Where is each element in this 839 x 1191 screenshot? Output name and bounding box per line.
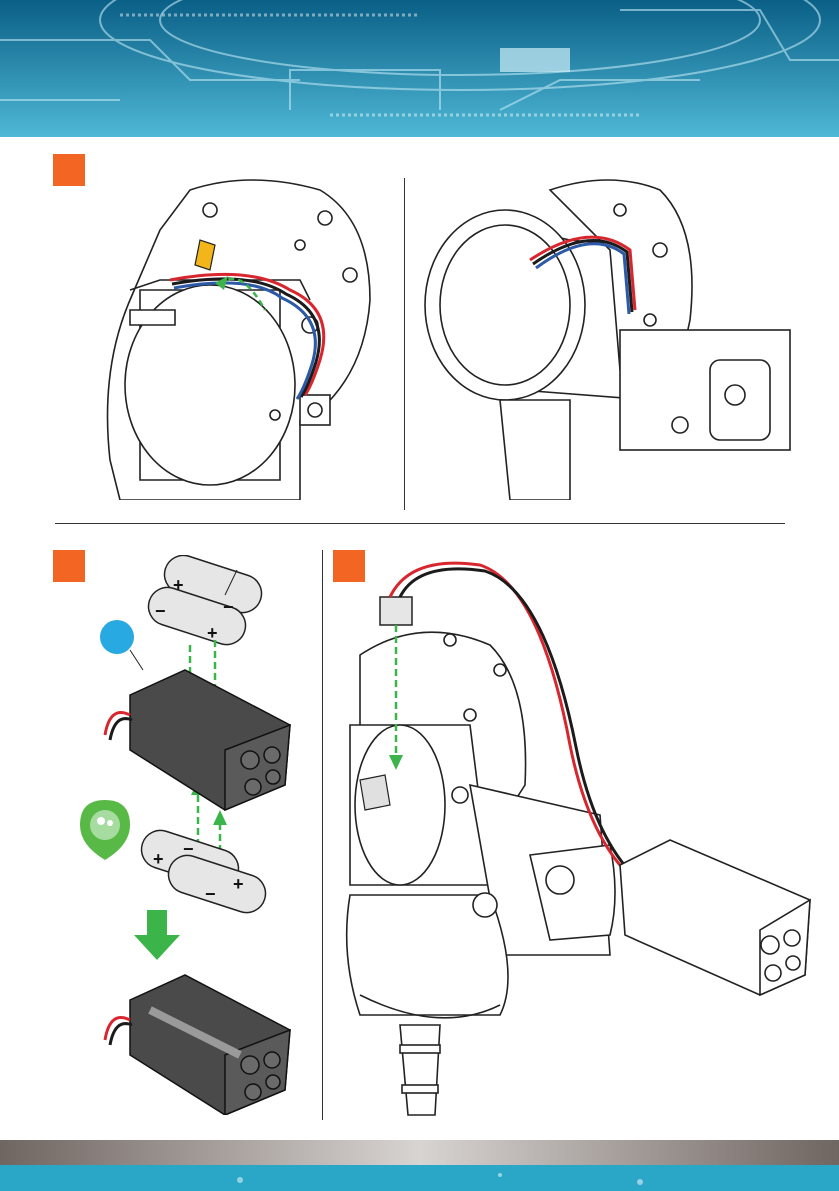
step-2-3-divider — [322, 550, 323, 1120]
step-1-divider — [404, 178, 405, 510]
decorative-header-banner — [0, 0, 839, 137]
battery-pack-icon — [620, 840, 810, 995]
decorative-footer-band — [0, 1140, 839, 1191]
svg-text:+: + — [173, 575, 184, 595]
svg-text:+: + — [233, 874, 244, 894]
svg-text:−: − — [205, 884, 216, 904]
step-1-cable-routing-after — [420, 170, 800, 500]
svg-text:−: − — [183, 839, 194, 859]
battery-holder-icon — [130, 670, 290, 810]
svg-text:−: − — [223, 597, 234, 617]
step-3-battery-connection — [340, 555, 820, 1120]
connector-plug-icon — [380, 597, 412, 625]
parent-help-icon — [80, 800, 130, 860]
svg-text:−: − — [155, 601, 166, 621]
step-1-marker — [53, 154, 85, 186]
info-circle-icon — [100, 620, 134, 654]
step-2-battery-install: +− −+ — [75, 555, 305, 1115]
section-divider — [55, 523, 785, 524]
svg-text:+: + — [153, 849, 164, 869]
down-arrow-icon — [134, 910, 180, 960]
step-1-cable-routing-before — [100, 170, 390, 500]
